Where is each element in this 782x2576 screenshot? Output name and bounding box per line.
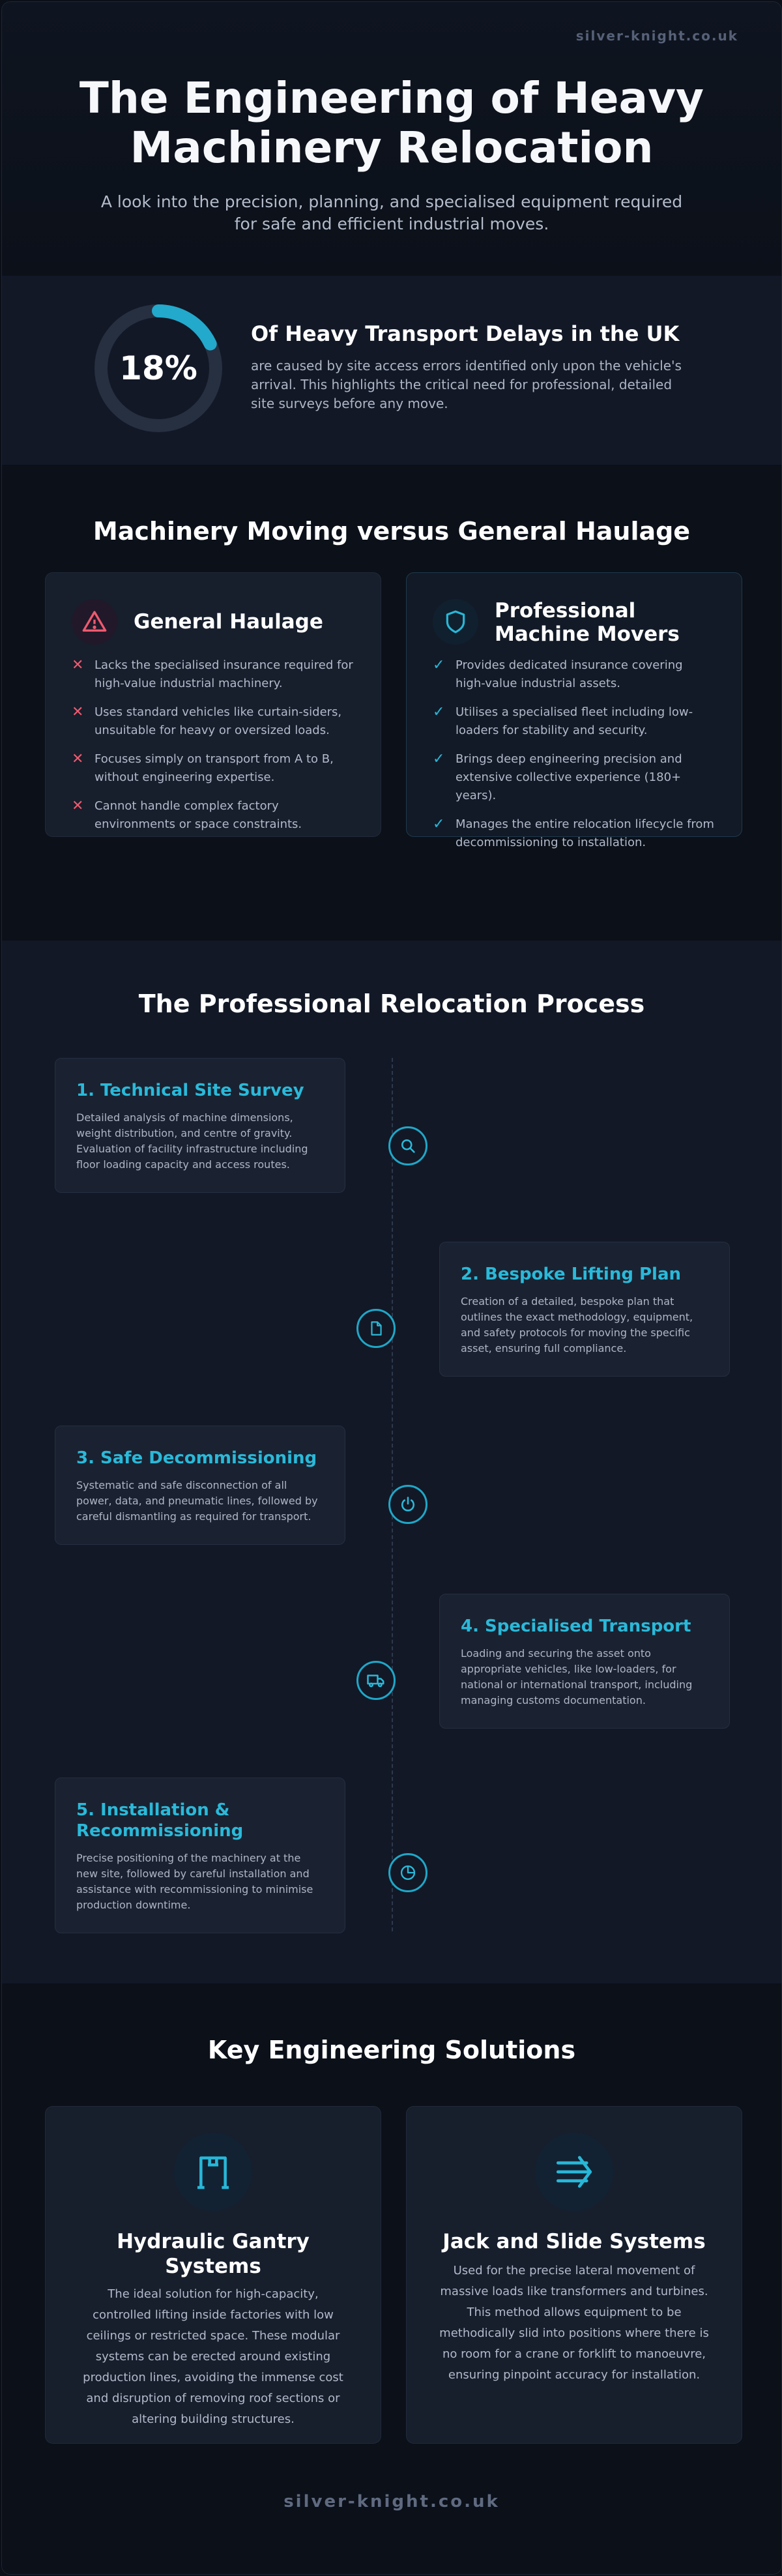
solutions-section: Key Engineering Solutions Hydraulic Gant…	[2, 1983, 781, 2574]
check-icon: ✓	[433, 657, 445, 673]
power-icon	[388, 1485, 427, 1524]
professional-movers-title: Professional Machine Movers	[495, 599, 680, 646]
site-domain-bottom: silver-knight.co.uk	[283, 2492, 500, 2511]
general-item: ✕Lacks the specialised insurance require…	[72, 657, 353, 690]
step-title: 4. Specialised Transport	[461, 1617, 691, 1636]
process-step-1: 1. Technical Site Survey Detailed analys…	[55, 1058, 345, 1193]
comparison-section: Machinery Moving versus General Haulage …	[2, 465, 781, 941]
step-title: 5. Installation & Recommissioning	[76, 1800, 244, 1841]
comparison-title: Machinery Moving versus General Haulage	[93, 517, 691, 546]
check-icon: ✓	[433, 816, 445, 832]
progress-ring-arc	[94, 304, 222, 432]
solution-description: The ideal solution for high-capacity, co…	[83, 2287, 343, 2426]
general-haulage-title: General Haulage	[134, 610, 323, 634]
step-description: Loading and securing the asset onto appr…	[461, 1647, 693, 1706]
step-title: 2. Bespoke Lifting Plan	[461, 1265, 682, 1284]
professional-item: ✓Manages the entire relocation lifecycle…	[433, 816, 714, 849]
truck-icon	[356, 1661, 396, 1700]
solution-description: Used for the precise lateral movement of…	[439, 2264, 709, 2382]
site-domain-top: silver-knight.co.uk	[575, 28, 738, 44]
step-description: Detailed analysis of machine dimensions,…	[76, 1111, 308, 1171]
step-title: 3. Safe Decommissioning	[76, 1448, 317, 1468]
general-haulage-card: General Haulage ✕Lacks the specialised i…	[45, 572, 381, 837]
solution-title: Jack and Slide Systems	[442, 2230, 706, 2253]
step-description: Systematic and safe disconnection of all…	[76, 1479, 318, 1523]
professional-movers-card: Professional Machine Movers ✓Provides de…	[406, 572, 742, 849]
header: silver-knight.co.uk The Engineering of H…	[2, 2, 781, 276]
solutions-title: Key Engineering Solutions	[207, 2036, 576, 2064]
professional-item: ✓Brings deep engineering precision and e…	[433, 751, 682, 802]
process-step-5: 5. Installation & Recommissioning Precis…	[55, 1778, 345, 1933]
solution-title: Hydraulic Gantry Systems	[117, 2230, 310, 2278]
step-title: 1. Technical Site Survey	[76, 1081, 304, 1100]
page-title: The Engineering of Heavy Machinery Reloc…	[2, 74, 781, 173]
professional-item: ✓Provides dedicated insurance covering h…	[433, 657, 683, 690]
cross-icon: ✕	[72, 798, 84, 814]
general-item: ✕Cannot handle complex factory environme…	[72, 798, 302, 831]
search-icon	[388, 1126, 427, 1165]
slide-arrows-icon	[535, 2133, 613, 2211]
general-item: ✕Focuses simply on transport from A to B…	[72, 751, 334, 784]
gantry-icon	[174, 2133, 252, 2211]
cross-icon: ✕	[72, 751, 84, 767]
warning-icon	[72, 599, 117, 645]
document-icon	[356, 1309, 396, 1348]
step-description: Precise positioning of the machinery at …	[76, 1852, 313, 1911]
stat-description: are caused by site access errors identif…	[251, 358, 682, 411]
stat-band: 18% Of Heavy Transport Delays in the UK …	[2, 276, 781, 465]
page-subtitle: A look into the precision, planning, and…	[100, 192, 683, 233]
page-title-line1: The Engineering of Heavy	[79, 73, 704, 123]
progress-ring	[94, 304, 222, 432]
step-description: Creation of a detailed, bespoke plan tha…	[461, 1295, 693, 1354]
page-title-line2: Machinery Relocation	[130, 123, 654, 173]
stat-title: Of Heavy Transport Delays in the UK	[251, 321, 680, 346]
pie-chart-icon	[388, 1853, 427, 1892]
stat-value: 18%	[119, 349, 197, 387]
check-icon: ✓	[433, 704, 445, 720]
cross-icon: ✕	[72, 657, 84, 673]
professional-item: ✓Utilises a specialised fleet including …	[433, 704, 693, 737]
check-icon: ✓	[433, 751, 445, 767]
process-step-4: 4. Specialised Transport Loading and sec…	[439, 1594, 730, 1729]
process-section: The Professional Relocation Process 1. T…	[2, 941, 781, 1983]
cross-icon: ✕	[72, 704, 84, 720]
process-step-2: 2. Bespoke Lifting Plan Creation of a de…	[439, 1242, 730, 1377]
process-step-3: 3. Safe Decommissioning Systematic and s…	[55, 1426, 345, 1545]
hydraulic-gantry-card: Hydraulic Gantry Systems The ideal solut…	[45, 2106, 381, 2444]
shield-icon	[433, 599, 478, 645]
general-item: ✕Uses standard vehicles like curtain-sid…	[72, 704, 342, 737]
process-title: The Professional Relocation Process	[138, 989, 645, 1018]
jack-slide-card: Jack and Slide Systems Used for the prec…	[406, 2106, 742, 2444]
